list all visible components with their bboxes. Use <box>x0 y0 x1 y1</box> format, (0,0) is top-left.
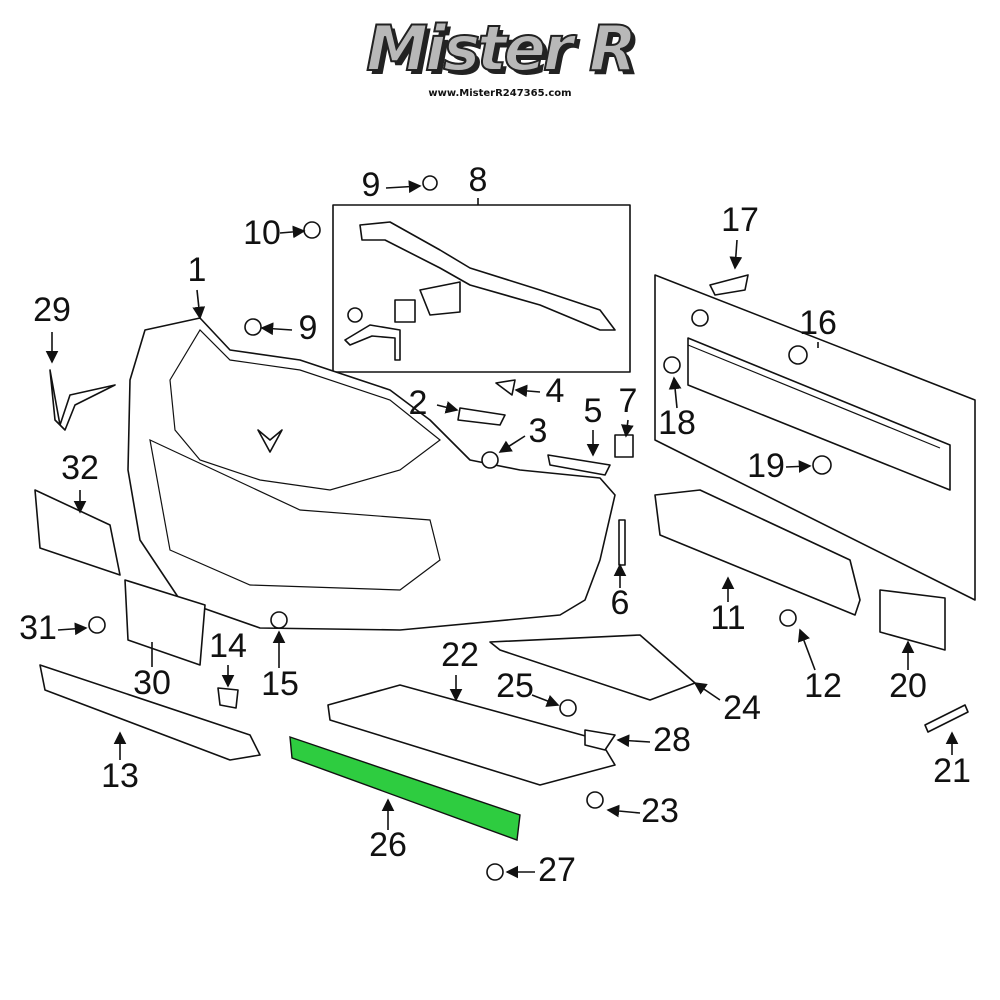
part-8-clip <box>344 324 401 361</box>
part-13-absorber <box>39 664 261 761</box>
part-22-shield <box>327 684 616 786</box>
callout-24: 24 <box>723 689 761 727</box>
callout-22: 22 <box>441 636 479 674</box>
callout-10: 10 <box>243 214 281 252</box>
part-30-license-bracket <box>124 579 206 666</box>
callout-32: 32 <box>61 449 99 487</box>
part-1-hood-line <box>169 329 441 491</box>
part-32-plate <box>34 489 121 576</box>
part-8-bracket-small <box>419 281 461 316</box>
callout-23: 23 <box>641 792 679 830</box>
callout-25: 25 <box>496 667 534 705</box>
callout-26: 26 <box>369 826 407 864</box>
part-20-bracket <box>879 589 946 651</box>
callout-20: 20 <box>889 667 927 705</box>
callout-14: 14 <box>209 627 247 665</box>
callout-11: 11 <box>710 599 745 637</box>
part-1-bumper-cover <box>127 317 616 631</box>
part-8-bracket <box>359 221 616 331</box>
callout-4: 4 <box>546 372 565 410</box>
part-16-edge <box>687 344 941 449</box>
callout-8: 8 <box>469 161 488 199</box>
part-26-deflector-highlighted[interactable] <box>289 735 521 841</box>
callout-2: 2 <box>409 384 428 422</box>
part-16-impact-bar <box>687 337 951 491</box>
fasteners <box>88 175 969 881</box>
callout-7: 7 <box>619 382 638 420</box>
callout-29: 29 <box>33 291 71 329</box>
callout-12: 12 <box>804 667 842 705</box>
callout-5: 5 <box>584 392 603 430</box>
callout-1: 1 <box>188 251 207 289</box>
part-16-panel <box>654 274 976 601</box>
callout-15: 15 <box>261 665 299 703</box>
part-8-bolt <box>347 307 363 323</box>
part-24-panel <box>489 634 696 701</box>
callout-28: 28 <box>653 721 691 759</box>
callout-6: 6 <box>611 584 630 622</box>
emblem-icon <box>257 429 283 453</box>
callout-3: 3 <box>529 412 548 450</box>
callout-18: 18 <box>658 404 696 442</box>
leader-lines <box>45 180 959 879</box>
part-29-emblem <box>49 369 116 431</box>
callout-13: 13 <box>101 757 139 795</box>
callout-17: 17 <box>721 201 759 239</box>
part-8-nut <box>394 299 416 323</box>
logo: Mister R www.MisterR247365.com <box>0 12 1000 100</box>
logo-url: www.MisterR247365.com <box>428 88 572 99</box>
callout-9-top: 9 <box>362 166 381 204</box>
callout-31: 31 <box>19 609 57 647</box>
callout-27: 27 <box>538 851 576 889</box>
callout-21: 21 <box>933 752 971 790</box>
part-11-absorber <box>654 489 861 616</box>
callout-30: 30 <box>133 664 171 702</box>
logo-brand: Mister R <box>365 12 637 85</box>
part-1-grille-opening <box>149 438 441 591</box>
callout-19: 19 <box>747 447 785 485</box>
callout-16: 16 <box>799 304 837 342</box>
callout-9-side: 9 <box>299 309 318 347</box>
